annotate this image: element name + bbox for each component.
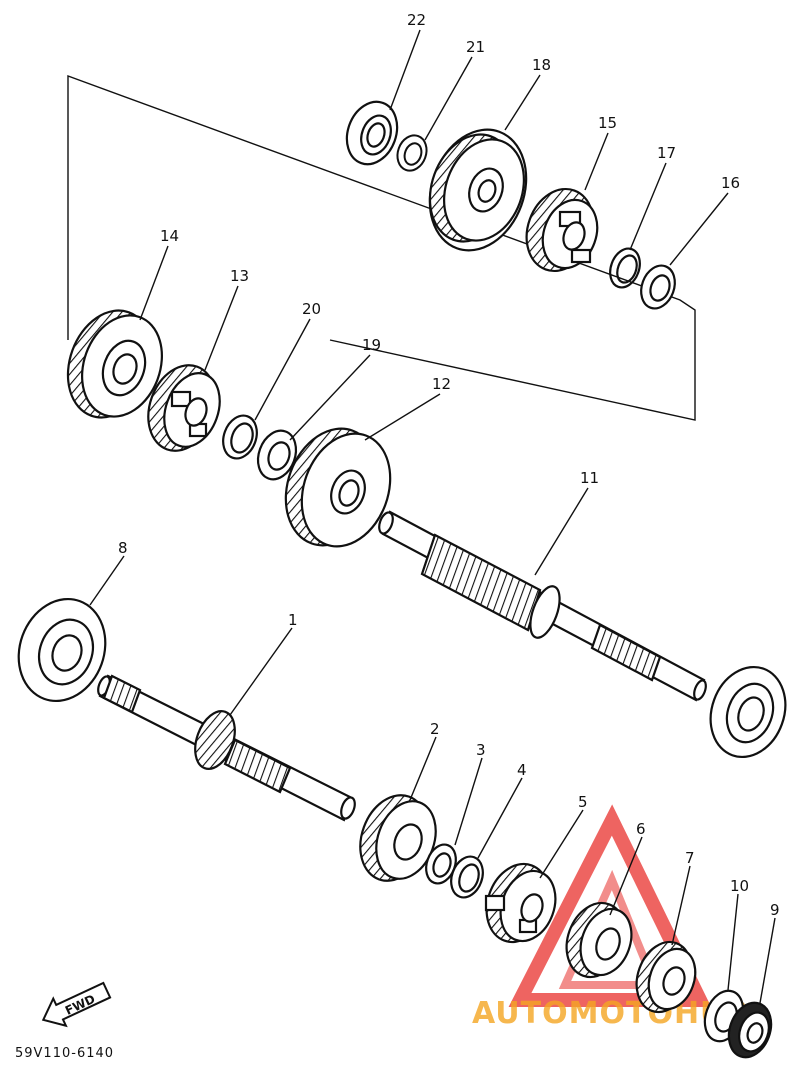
part-3-washer: [425, 843, 457, 885]
label-part-15: 15: [598, 114, 617, 132]
watermark-text-a: AUTOMOTO: [472, 996, 674, 1031]
label-part-17: 17: [657, 144, 676, 162]
label-part-9: 9: [770, 901, 780, 919]
part-9-collar: [727, 1001, 773, 1059]
fwd-arrow-icon: FWD: [41, 981, 112, 1028]
part-13-gear: [147, 364, 221, 452]
label-part-8: 8: [118, 539, 128, 557]
label-part-18: 18: [532, 56, 551, 74]
part-number-labels: 22 21 18 15 17 16 14 13 20 19 12 11 8 1 …: [118, 11, 780, 919]
drawing-code: 59V110-6140: [15, 1046, 114, 1061]
label-part-6: 6: [636, 820, 646, 838]
label-part-22: 22: [407, 11, 426, 29]
part-21-washer: [396, 134, 428, 172]
part-18-gear: [428, 128, 528, 252]
label-part-4: 4: [517, 761, 527, 779]
part-2-gear: [359, 794, 437, 882]
part-16-washer: [640, 264, 676, 310]
label-part-11: 11: [580, 469, 599, 487]
part-5-gear: [484, 862, 557, 944]
part-12-gear: [284, 427, 392, 548]
part-4-circlip: [450, 855, 484, 899]
part-19-washer: [256, 429, 298, 481]
label-part-5: 5: [578, 793, 588, 811]
part-11-main-axle: [378, 510, 707, 702]
label-part-21: 21: [466, 38, 485, 56]
label-part-12: 12: [432, 375, 451, 393]
part-8-bearing: [17, 597, 107, 703]
label-part-13: 13: [230, 267, 249, 285]
part-7-gear: [635, 940, 697, 1014]
bracket-lines: [67, 74, 696, 421]
part-15-gear: [525, 187, 599, 273]
label-part-3: 3: [476, 741, 486, 759]
label-part-14: 14: [160, 227, 179, 245]
part-22-bearing: [345, 100, 399, 166]
part-20-circlip: [222, 414, 258, 460]
part-14-gear: [66, 309, 163, 419]
part-1-drive-axle: [97, 674, 356, 822]
part-17-circlip: [609, 247, 641, 289]
label-part-7: 7: [685, 849, 695, 867]
leader-lines: [89, 29, 776, 1004]
label-part-1: 1: [288, 611, 298, 629]
label-part-19: 19: [362, 336, 381, 354]
label-part-20: 20: [302, 300, 321, 318]
label-part-2: 2: [430, 720, 440, 738]
label-part-10: 10: [730, 877, 749, 895]
part-11-end-bearing: [709, 665, 787, 759]
part-6-gear: [565, 901, 633, 979]
label-part-16: 16: [721, 174, 740, 192]
